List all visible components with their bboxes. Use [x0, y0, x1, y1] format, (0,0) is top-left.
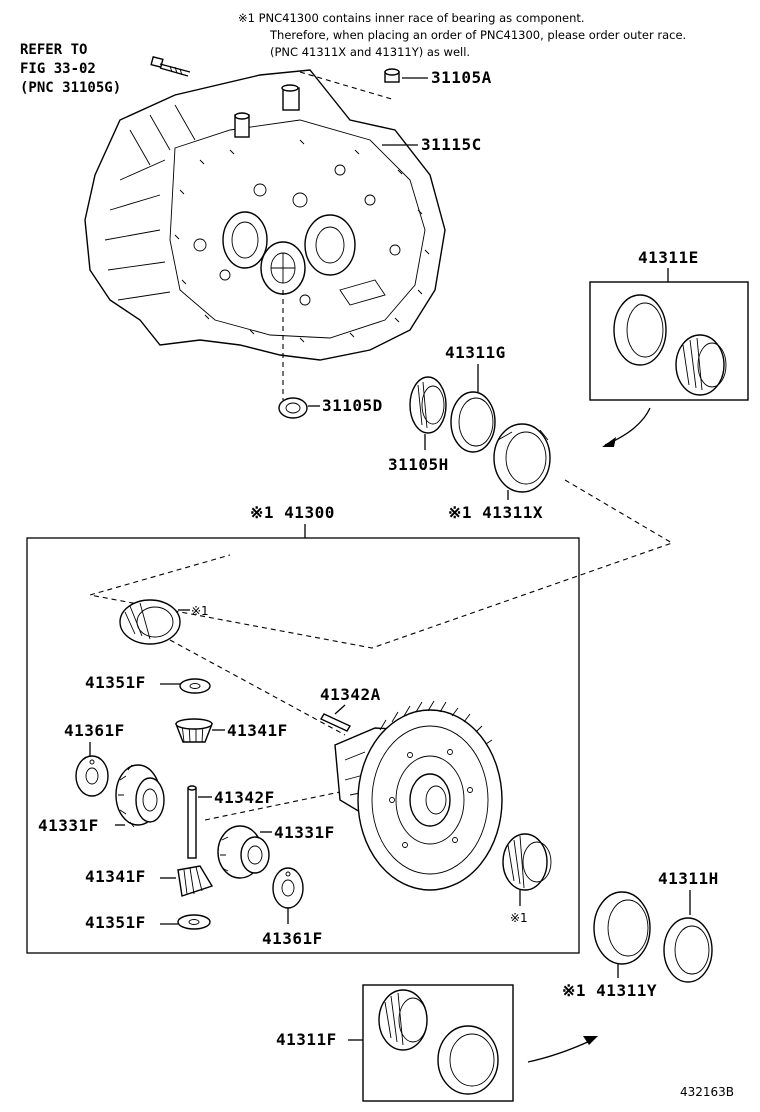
plug-31105a	[384, 68, 428, 83]
note-line-3: (PNC 41311X and 41311Y) as well.	[270, 45, 470, 59]
arrow-41311e	[604, 407, 651, 446]
bearing-cone-41311f	[378, 989, 428, 1051]
bolt-part	[150, 55, 191, 77]
side-gear-41331f-mid	[217, 825, 270, 879]
label-41341f-bottom: 41341F	[85, 867, 146, 886]
label-41311e: 41311E	[638, 248, 699, 267]
label-31115c: 31115C	[421, 135, 482, 154]
shim-41311h	[663, 917, 713, 983]
box-41311e	[589, 281, 749, 401]
pinion-shaft-41342f	[187, 785, 197, 859]
label-41311h: 41311H	[658, 869, 719, 888]
leader-shaft-to-case	[204, 791, 341, 821]
label-31105a: 31105A	[431, 68, 492, 87]
refer-line-3: (PNC 31105G)	[20, 80, 121, 96]
label-41311x: ※1 41311X	[448, 503, 543, 522]
note-line-2: Therefore, when placing an order of PNC4…	[269, 28, 686, 42]
pinion-gear-41341f-top	[174, 718, 214, 743]
bearing-outer-race-41311f	[437, 1025, 499, 1095]
inner-race-bearing-top	[119, 599, 181, 645]
thrust-washer-41361f-bottom	[272, 867, 304, 909]
label-41351f-bottom: 41351F	[85, 913, 146, 932]
label-41361f-left: 41361F	[64, 721, 125, 740]
differential-case-ring-gear	[334, 700, 503, 891]
outer-race-41311x	[493, 423, 551, 493]
oil-seal-31105h	[409, 376, 447, 434]
label-41311g: 41311G	[445, 343, 506, 362]
thrust-washer-41361f-left	[75, 755, 109, 797]
box-41300	[26, 537, 580, 954]
label-31105d: 31105D	[322, 396, 383, 415]
leader-41311x-dashed	[89, 479, 674, 649]
arrow-head-41311e	[602, 437, 616, 447]
inner-race-bearing-bottom	[502, 833, 552, 891]
refer-line-1: REFER TO	[20, 42, 87, 58]
seal-31105d	[278, 397, 320, 419]
refer-line-2: FIG 33-02	[20, 61, 96, 77]
label-mark1-bottom: ※1	[510, 911, 528, 925]
leader-31105a	[299, 71, 396, 101]
transmission-case	[84, 69, 446, 361]
figure-id: 432163B	[680, 1085, 734, 1099]
leader-bearing-to-case	[169, 639, 346, 736]
label-41311f: 41311F	[276, 1030, 337, 1049]
label-41361f-bottom: 41361F	[262, 929, 323, 948]
leader-41342a	[334, 704, 346, 715]
label-41300: ※1 41300	[250, 503, 335, 522]
side-gear-41331f-left	[115, 764, 165, 828]
washer-41351f-top	[179, 678, 211, 694]
arrow-41311f	[527, 1039, 593, 1063]
label-41341f-top: 41341F	[227, 721, 288, 740]
label-41331f-left: 41331F	[38, 816, 99, 835]
label-41311y: ※1 41311Y	[562, 981, 657, 1000]
label-31105h: 31105H	[388, 455, 449, 474]
label-41331f-mid: 41331F	[274, 823, 335, 842]
outer-race-41311y	[593, 891, 651, 965]
label-41342f: 41342F	[214, 788, 275, 807]
label-41342a: 41342A	[320, 685, 381, 704]
washer-41351f-bottom	[177, 914, 211, 930]
label-mark1-top: ※1	[191, 604, 209, 618]
arrow-head-41311f	[583, 1036, 598, 1045]
pin-41342a	[319, 713, 352, 732]
pinion-gear-41341f-bottom	[177, 865, 214, 897]
bearing-cone-41311e	[675, 334, 727, 396]
bearing-outer-race-41311e	[613, 294, 667, 366]
label-41351f-top: 41351F	[85, 673, 146, 692]
shim-41311g	[450, 391, 496, 453]
note-line-1: ※1 PNC41300 contains inner race of beari…	[238, 11, 585, 25]
